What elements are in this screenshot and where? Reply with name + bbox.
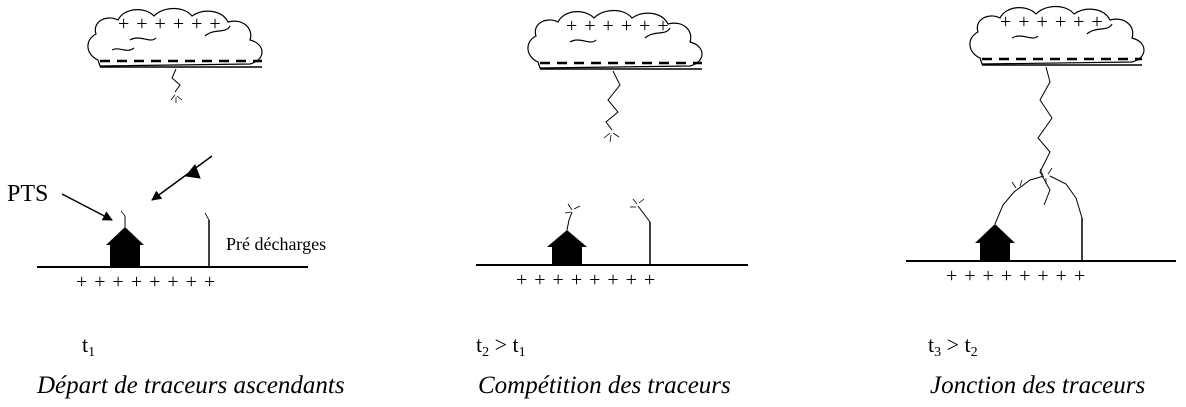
house-1 [106,227,144,267]
corona-flag [185,164,201,179]
downward-leader [1037,66,1053,206]
cloud-positive-charges: + + + + + + [118,13,222,35]
ground-positive-charges: + + + + + + + + [946,265,1087,287]
thundercloud-2 [527,9,703,69]
house-antenna-spark [120,210,126,217]
caption-2: Compétition des traceurs [478,372,731,399]
cloud-positive-charges: + + + + + + [566,15,670,37]
ground-positive-charges: + + + + + + + + [516,269,657,291]
panel-3 [906,5,1176,262]
time-label-3: t3 > t2 [928,332,978,360]
house-leader-sparks [564,203,581,214]
caption-3: Jonction des traceurs [930,372,1146,399]
house-3 [975,224,1015,261]
house-2 [547,230,587,265]
house-upward-leader [994,175,1045,225]
cloud-positive-charges: + + + + + + [1000,11,1104,33]
house-upward-leader [566,211,573,231]
downward-leader [605,70,621,131]
mast-upward-leader [1049,175,1083,219]
mast-upward-leader [637,205,651,223]
junction-sparks [1011,167,1053,189]
corona-arrow [151,155,213,201]
pts-label: PTS [7,181,49,207]
pts-pointer-arrow [61,193,113,221]
panel-1 [37,7,308,268]
leader-tip-sparks [603,132,620,143]
ground-positive-charges: + + + + + + + + [76,271,217,293]
time-label-2: t2 > t1 [476,332,526,360]
time-label-1: t1 [82,332,96,360]
mast-leader-sparks [630,198,645,208]
thundercloud-1 [87,7,263,67]
caption-1: Départ de traceurs ascendants [37,372,345,399]
downward-leader [171,68,181,93]
leader-tip-sparks [170,94,183,103]
mast-spark [204,212,210,221]
thundercloud-3 [969,5,1145,65]
panel-2 [476,9,748,266]
pre-decharges-label: Pré décharges [226,234,327,254]
